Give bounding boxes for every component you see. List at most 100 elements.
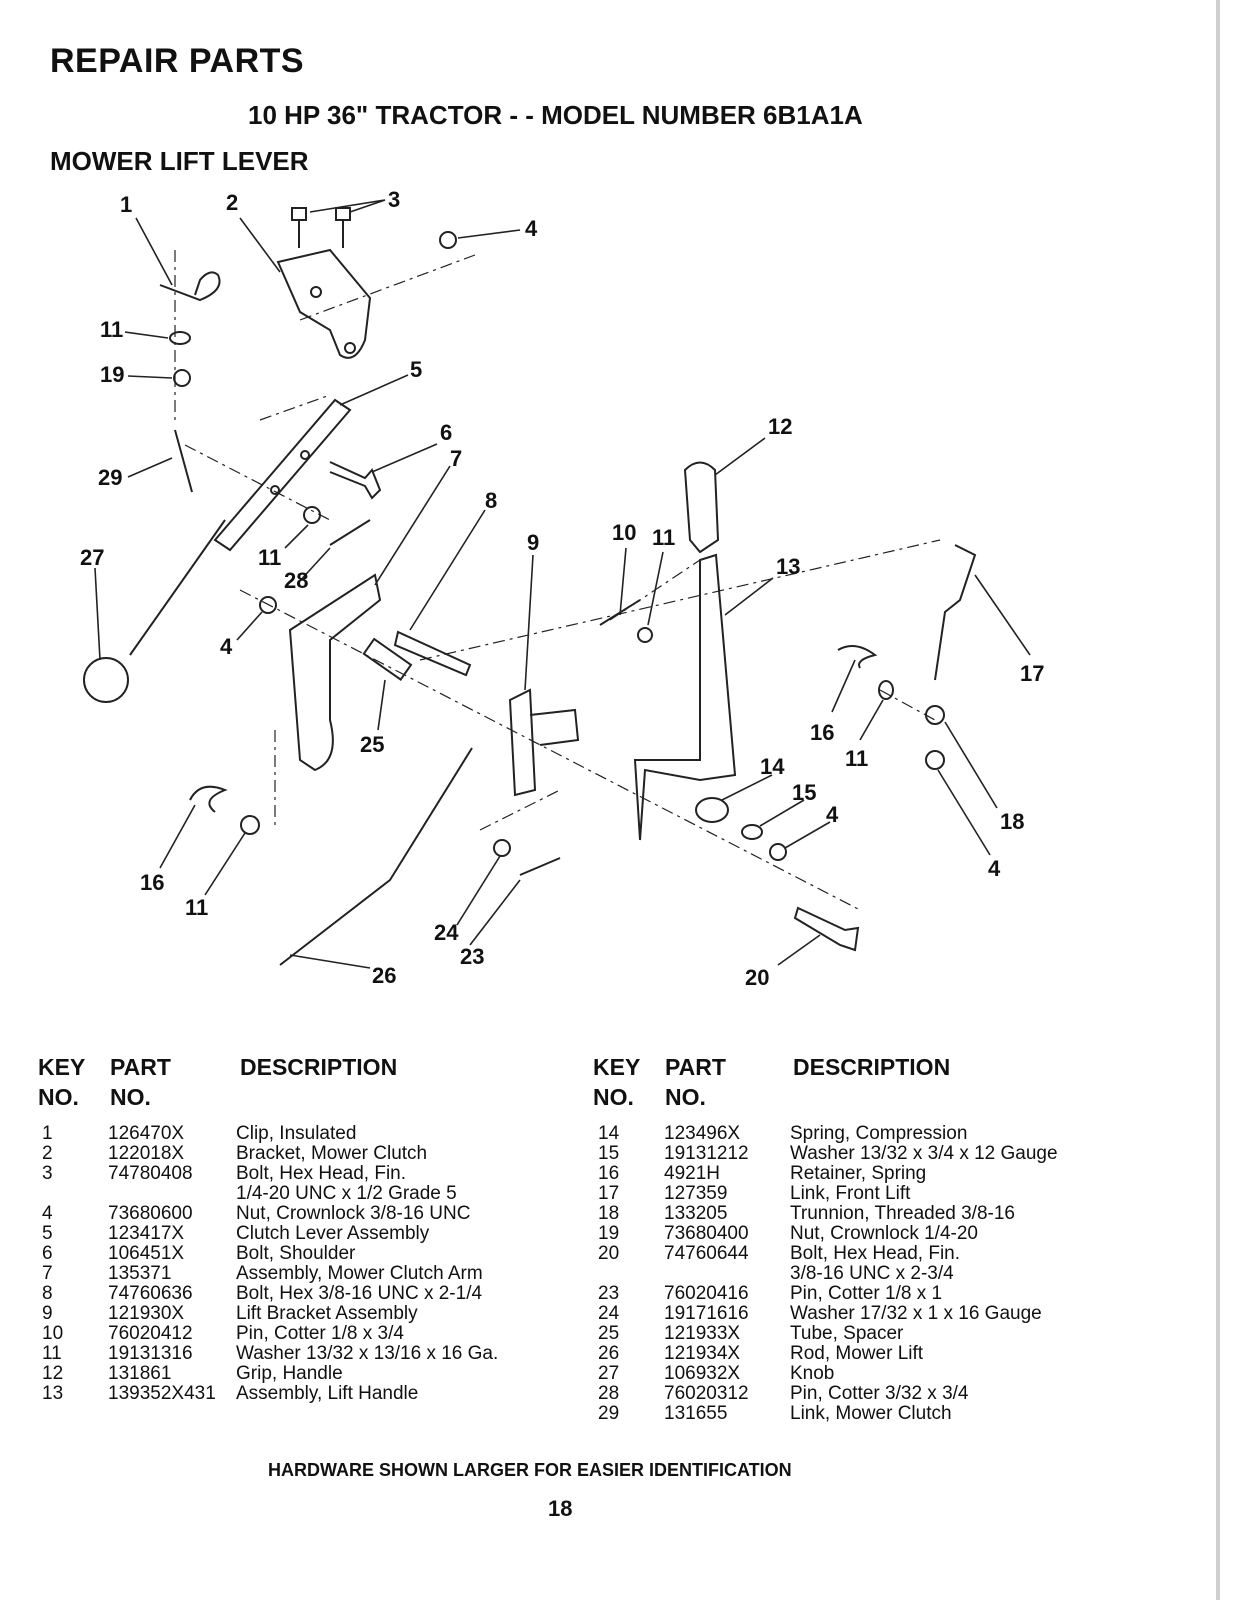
- table-row: 76020416: [664, 1283, 749, 1304]
- trunnion: [925, 705, 945, 725]
- callout-8: 8: [485, 488, 497, 513]
- callout-4: 4: [525, 216, 538, 241]
- diagram-drawing: [83, 199, 1031, 969]
- table-row: Nut, Crownlock 1/4-20: [790, 1223, 978, 1244]
- callout-7: 7: [450, 446, 462, 471]
- table-row: Washer 13/32 x 3/4 x 12 Gauge: [790, 1143, 1058, 1164]
- page-title: REPAIR PARTS: [50, 42, 305, 80]
- page-number: 18: [548, 1496, 573, 1521]
- clutch-lever: [213, 398, 352, 552]
- table-row: 8: [42, 1283, 53, 1304]
- table-row: 139352X431: [108, 1383, 216, 1404]
- washer: [169, 331, 191, 345]
- table-row: 27: [598, 1363, 620, 1384]
- description-column-left: Clip, Insulated Bracket, Mower Clutch Bo…: [236, 1124, 576, 1404]
- part-column-right: 123496X 19131212 4921H 127359 133205 736…: [664, 1124, 789, 1424]
- callout-19: 19: [100, 362, 124, 387]
- table-row: Washer 17/32 x 1 x 16 Gauge: [790, 1303, 1042, 1324]
- table-row: 12: [42, 1363, 64, 1384]
- table-row: 1: [42, 1123, 53, 1144]
- callout-16b: 16: [140, 870, 164, 895]
- callout-13: 13: [776, 554, 800, 579]
- table-row: 13: [42, 1383, 64, 1404]
- table-row: 121934X: [664, 1343, 741, 1364]
- table-row: 135371: [108, 1263, 172, 1284]
- table-row: Trunnion, Threaded 3/8-16: [790, 1203, 1015, 1224]
- table-row: Link, Front Lift: [790, 1183, 911, 1204]
- table-row: 19: [598, 1223, 620, 1244]
- table-row: Bolt, Hex 3/8-16 UNC x 2-1/4: [236, 1283, 483, 1304]
- table-row: Rod, Mower Lift: [790, 1343, 924, 1364]
- table-row: 2: [42, 1143, 53, 1164]
- front-lift-link: [934, 544, 977, 681]
- callout-26: 26: [372, 963, 396, 988]
- callout-10: 10: [612, 520, 636, 545]
- table-row: 121933X: [664, 1323, 741, 1344]
- part-column-left: 126470X 122018X 74780408 73680600 123417…: [108, 1124, 233, 1404]
- model-subtitle: 10 HP 36" TRACTOR - - MODEL NUMBER 6B1A1…: [248, 100, 863, 130]
- table-row: 29: [598, 1403, 620, 1424]
- table-row: Retainer, Spring: [790, 1163, 927, 1184]
- table-row: 106451X: [108, 1243, 185, 1264]
- crownlock-nut: [439, 231, 457, 249]
- table-row: 1/4-20 UNC x 1/2 Grade 5: [236, 1183, 457, 1204]
- knob: [83, 657, 129, 703]
- hex-head-bolt: [793, 906, 860, 952]
- table-row: 5: [42, 1223, 53, 1244]
- callout-24: 24: [434, 920, 459, 945]
- table-row: 74760636: [108, 1283, 193, 1304]
- callout-numbers: 1 2 3 4 11 19 5 29 6 7 27 11 28 8 4 9 10…: [80, 187, 1044, 990]
- callout-20: 20: [745, 965, 769, 990]
- table-row: [108, 1184, 233, 1204]
- callout-17: 17: [1020, 661, 1044, 686]
- table-row: 76020412: [108, 1323, 193, 1344]
- table-row: Link, Mower Clutch: [790, 1403, 952, 1424]
- callout-15: 15: [792, 780, 816, 805]
- table-row: 3: [42, 1163, 53, 1184]
- table-row: 76020312: [664, 1383, 749, 1404]
- table-row: 131861: [108, 1363, 172, 1384]
- scan-edge: [1216, 0, 1220, 1600]
- table-row: 24: [598, 1303, 620, 1324]
- table-row: 15: [598, 1143, 620, 1164]
- table-row: 25: [598, 1323, 620, 1344]
- callout-25: 25: [360, 732, 384, 757]
- table-row: 123496X: [664, 1123, 741, 1144]
- table-row: Pin, Cotter 1/8 x 1: [790, 1283, 943, 1304]
- table-row: Pin, Cotter 1/8 x 3/4: [236, 1323, 404, 1344]
- table-row: 122018X: [108, 1143, 185, 1164]
- table-row: Knob: [790, 1363, 835, 1384]
- table-row: 19131316: [108, 1343, 193, 1364]
- table-row: Washer 13/32 x 13/16 x 16 Ga.: [236, 1343, 499, 1364]
- table-row: 4: [42, 1203, 53, 1224]
- table-row: 73680600: [108, 1203, 193, 1224]
- table-row: 16: [598, 1163, 620, 1184]
- mower-clutch-link: [174, 429, 193, 493]
- table-row: 133205: [664, 1203, 728, 1224]
- callout-11b: 11: [258, 545, 281, 570]
- table-row: Tube, Spacer: [790, 1323, 904, 1344]
- shoulder-bolt: [329, 461, 382, 500]
- mower-lift-rod: [279, 747, 473, 966]
- table-row: 121930X: [108, 1303, 185, 1324]
- table-row: Bolt, Hex Head, Fin.: [236, 1163, 407, 1184]
- compression-spring: [695, 797, 729, 823]
- callout-4d: 4: [988, 856, 1001, 881]
- callout-4b: 4: [220, 634, 233, 659]
- description-header-left: DESCRIPTION: [240, 1054, 398, 1080]
- callout-1: 1: [120, 192, 132, 217]
- callout-23: 23: [460, 944, 484, 969]
- table-row: Pin, Cotter 3/32 x 3/4: [790, 1383, 969, 1404]
- callout-14: 14: [760, 754, 785, 779]
- hardware-note: HARDWARE SHOWN LARGER FOR EASIER IDENTIF…: [268, 1460, 792, 1480]
- callout-11d: 11: [845, 746, 868, 771]
- callout-16: 16: [810, 720, 834, 745]
- lift-handle: [633, 553, 737, 841]
- callout-27: 27: [80, 545, 104, 570]
- table-row: Assembly, Mower Clutch Arm: [236, 1263, 483, 1284]
- table-row: Assembly, Lift Handle: [236, 1383, 419, 1404]
- table-row: 18: [598, 1203, 620, 1224]
- table-row: 10: [42, 1323, 64, 1344]
- table-row: 123417X: [108, 1223, 185, 1244]
- table-row: 126470X: [108, 1123, 185, 1144]
